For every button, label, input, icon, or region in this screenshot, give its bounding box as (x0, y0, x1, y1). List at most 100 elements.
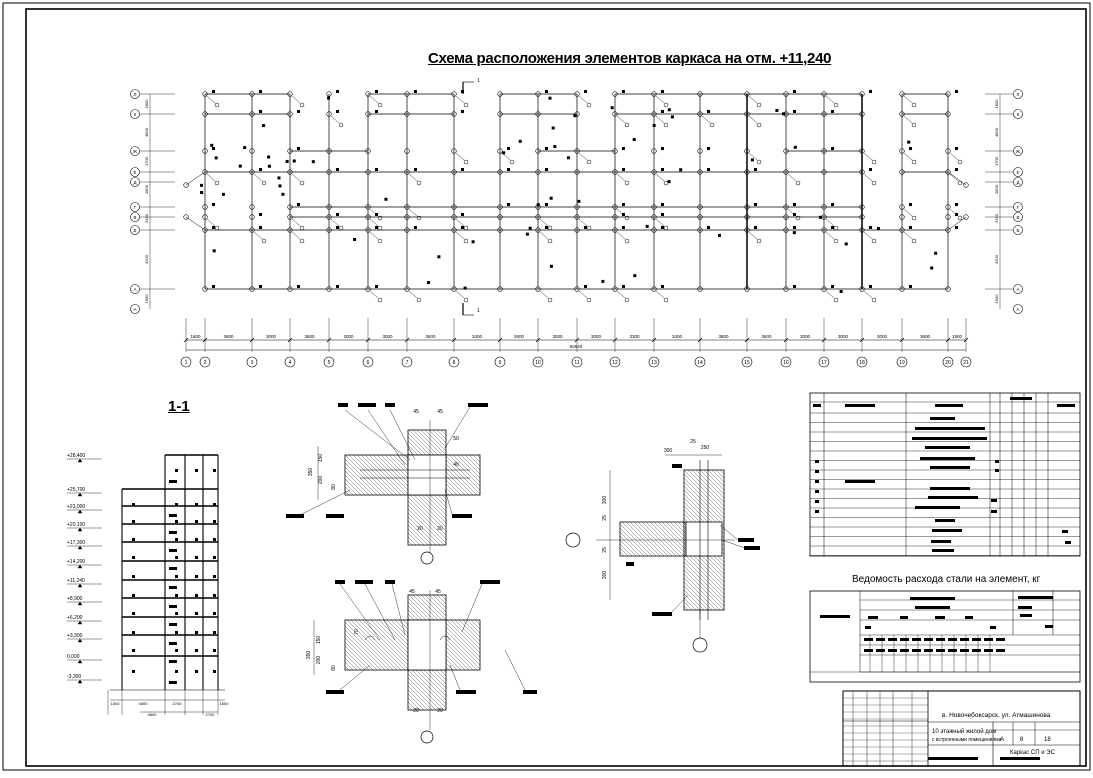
table-cell-block (932, 549, 954, 552)
hatch (458, 619, 481, 642)
axis-label: 13 (651, 360, 657, 366)
embedded-plate (297, 147, 300, 150)
hatch (362, 619, 414, 671)
axis-label: А (1016, 307, 1019, 312)
hatch (407, 540, 413, 546)
column-detail (547, 238, 553, 244)
level-mark: +20,100 (67, 522, 85, 528)
side-dimension: 3160 (144, 213, 149, 223)
hatch (645, 521, 681, 557)
column (945, 286, 951, 292)
span-dimension: 3600 (304, 334, 315, 339)
steel-spec-caption: Ведомость расхода стали на элемент, кг (852, 574, 1041, 585)
axis-label: 4 (289, 360, 292, 366)
embedded-plate (375, 110, 378, 113)
table-cell-block (924, 649, 933, 652)
embedded-plate (281, 192, 285, 196)
column (404, 227, 410, 233)
callout (385, 580, 395, 584)
leader (655, 95, 665, 104)
leader (863, 152, 873, 161)
span-dimension: 1600 (190, 334, 201, 339)
header-block (845, 404, 875, 407)
axis-label: Е (133, 170, 136, 175)
embedded-plate (507, 168, 510, 171)
column (783, 169, 789, 175)
column (326, 214, 332, 220)
embedded-plate (200, 183, 204, 187)
embedded-plate (754, 226, 757, 229)
hatch (407, 693, 425, 711)
axis-bubble (130, 284, 140, 294)
table-cell-block (912, 649, 921, 652)
leader (863, 173, 873, 182)
tick (451, 337, 457, 343)
hatch (683, 569, 725, 611)
table-cell-block (815, 490, 819, 493)
axis-label: 7 (406, 360, 409, 366)
title-block-stage: А (1000, 737, 1005, 743)
embedded-plate (195, 612, 198, 615)
side-dimension: 1600 (994, 294, 999, 304)
embedded-plate (213, 670, 216, 673)
hatch (653, 521, 687, 555)
axis-label: 2 (204, 360, 207, 366)
hatch (450, 619, 481, 650)
leader (825, 290, 835, 299)
column-detail (663, 180, 669, 186)
leader (616, 173, 626, 182)
column (404, 111, 410, 117)
column (249, 286, 255, 292)
column (574, 286, 580, 292)
hatch (474, 619, 481, 626)
column (612, 286, 618, 292)
embedded-plate (610, 106, 614, 110)
level-arrow (77, 545, 83, 550)
column (287, 204, 293, 210)
leader (389, 409, 416, 461)
callout (326, 690, 344, 694)
leader (616, 231, 626, 240)
hatch (625, 521, 661, 557)
column (859, 227, 865, 233)
hatch (407, 701, 417, 711)
column (326, 111, 332, 117)
column (697, 214, 703, 220)
leader (825, 231, 835, 240)
hatch (683, 589, 705, 611)
embedded-plate (336, 226, 339, 229)
column-detail (833, 102, 839, 108)
column-detail (377, 238, 383, 244)
column-detail (463, 159, 469, 165)
embedded-plate (132, 520, 135, 523)
embedded-plate (384, 197, 388, 201)
level-mark: +3,300 (67, 633, 83, 639)
hatch (424, 594, 447, 617)
leader (455, 290, 465, 299)
column (451, 169, 457, 175)
column-detail (586, 102, 592, 108)
column-detail (756, 238, 762, 244)
hatch (346, 619, 398, 671)
embedded-plate (955, 168, 958, 171)
column (404, 204, 410, 210)
embedded-plate (195, 631, 198, 634)
column (859, 111, 865, 117)
embedded-plate (793, 285, 796, 288)
embedded-plate (707, 168, 710, 171)
column-detail (756, 102, 762, 108)
leader (369, 290, 379, 299)
embedded-plate (502, 151, 506, 155)
node-dimension: 20 (437, 708, 443, 714)
leader (539, 290, 549, 299)
column (651, 214, 657, 220)
hatch (407, 492, 447, 532)
element-table-frame (809, 392, 1081, 557)
node-core (407, 619, 447, 671)
column-detail (756, 122, 762, 128)
embedded-plate (831, 203, 834, 206)
axis-bubble (532, 356, 544, 368)
table-cell-block (935, 519, 955, 522)
embedded-plate (175, 649, 178, 652)
